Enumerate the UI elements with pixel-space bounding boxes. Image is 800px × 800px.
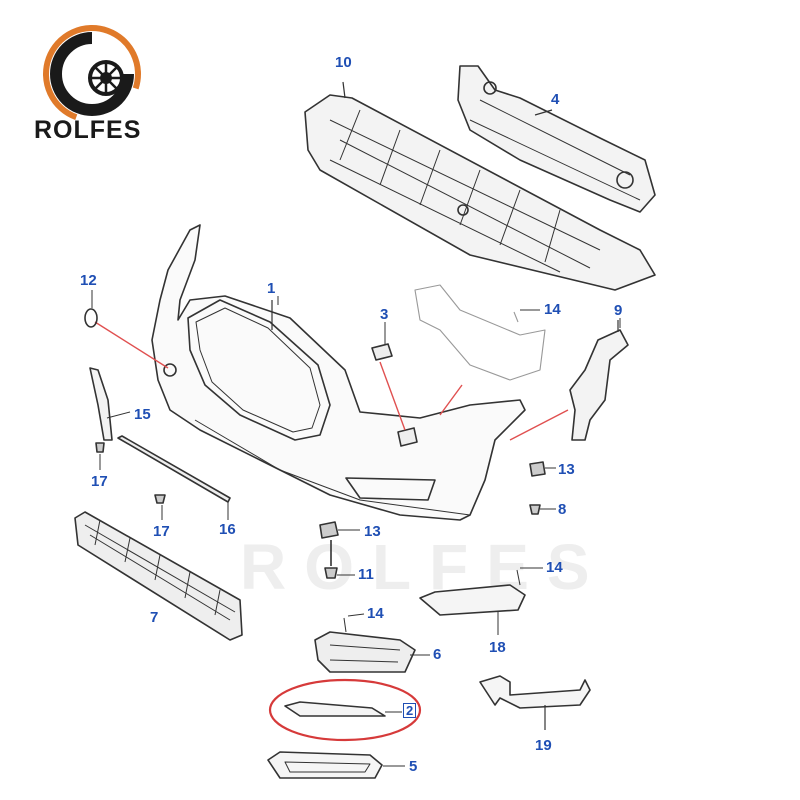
side-trim-part	[89, 367, 113, 441]
callout-11: 11	[358, 566, 374, 583]
callout-9: 9	[614, 302, 623, 319]
drl-strip-part	[419, 569, 526, 616]
grommet-part	[84, 308, 98, 328]
fog-lamp-surround-part	[267, 751, 383, 779]
clip-part	[95, 442, 166, 504]
watermark-text: ROLFES	[240, 531, 608, 603]
callout-13-center: 13	[364, 523, 381, 540]
brand-logo	[30, 18, 160, 158]
brand-name: ROLFES	[34, 116, 142, 144]
leader-lines	[94, 321, 569, 441]
tow-eye-cover-part	[371, 335, 418, 447]
callout-14-top: 14	[544, 301, 561, 318]
callout-10: 10	[335, 54, 352, 71]
callout-5: 5	[409, 758, 418, 775]
callout-14-right: 14	[546, 559, 563, 576]
fastener-parts	[319, 461, 546, 579]
callout-8: 8	[558, 501, 567, 518]
side-bracket-part	[569, 320, 629, 441]
reinforcement-beam-part	[457, 65, 656, 213]
callout-13-right: 13	[558, 461, 575, 478]
callout-16: 16	[219, 521, 236, 538]
callout-7: 7	[150, 609, 159, 626]
callout-14-bottom: 14	[367, 605, 384, 622]
callout-17-center: 17	[153, 523, 170, 540]
callout-4: 4	[551, 91, 560, 108]
callout-leaders	[91, 290, 621, 767]
lower-strip-part	[117, 435, 231, 503]
callout-1: 1	[267, 280, 276, 297]
callout-12: 12	[80, 272, 97, 289]
callout-3: 3	[380, 306, 389, 323]
lamp-bracket-part	[479, 675, 591, 730]
callout-6: 6	[433, 646, 442, 663]
bumper-cover-part	[151, 224, 526, 521]
highlighted-trim-part	[268, 678, 422, 742]
callout-19: 19	[535, 737, 552, 754]
rolfes-turbo-logo-icon	[42, 25, 141, 123]
callout-17-left: 17	[91, 473, 108, 490]
mounting-bracket-part	[414, 284, 546, 381]
callout-2: 2	[403, 703, 417, 718]
lower-grille-part	[74, 511, 243, 641]
undertray-part	[304, 81, 656, 291]
fog-lamp-bezel-part	[314, 617, 416, 673]
callout-18: 18	[489, 639, 506, 656]
callout-15: 15	[134, 406, 151, 423]
